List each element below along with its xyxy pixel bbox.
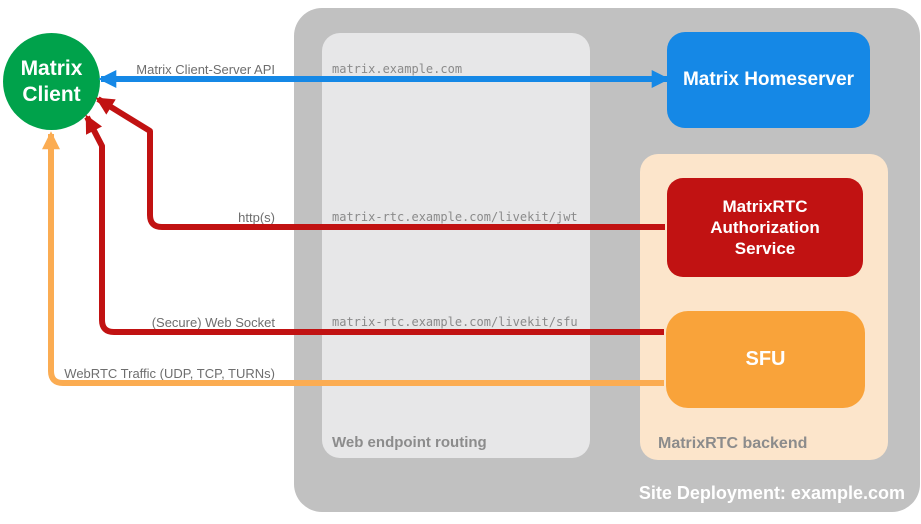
matrix-homeserver-label: Matrix Homeserver: [682, 69, 855, 91]
matrix-client-node: Matrix Client: [3, 33, 100, 130]
matrixrtc-auth-service-node: MatrixRTC Authorization Service: [667, 178, 863, 277]
endpoint-livekit-sfu: matrix-rtc.example.com/livekit/sfu: [332, 315, 578, 329]
arrow-label-webrtc-traffic: WebRTC Traffic (UDP, TCP, TURNs): [64, 366, 275, 381]
endpoint-matrix-example-com: matrix.example.com: [332, 62, 463, 76]
web-endpoint-routing-box: [322, 33, 590, 458]
arrow-label-web-socket: (Secure) Web Socket: [151, 315, 275, 330]
matrixrtc-backend-label: MatrixRTC backend: [658, 435, 808, 452]
sfu-node: SFU: [666, 311, 865, 408]
web-endpoint-routing-label: Web endpoint routing: [332, 434, 487, 451]
matrix-client-label: Matrix Client: [20, 57, 83, 106]
arrow-label-client-server-api: Matrix Client-Server API: [136, 62, 275, 77]
sfu-label: SFU: [745, 348, 786, 370]
endpoint-livekit-jwt: matrix-rtc.example.com/livekit/jwt: [332, 210, 578, 224]
arrow-label-https: http(s): [238, 210, 275, 225]
matrixrtc-auth-service-label: MatrixRTC Authorization Service: [710, 196, 820, 259]
matrix-homeserver-node: Matrix Homeserver: [667, 32, 870, 128]
site-deployment-label: Site Deployment: example.com: [638, 483, 905, 503]
